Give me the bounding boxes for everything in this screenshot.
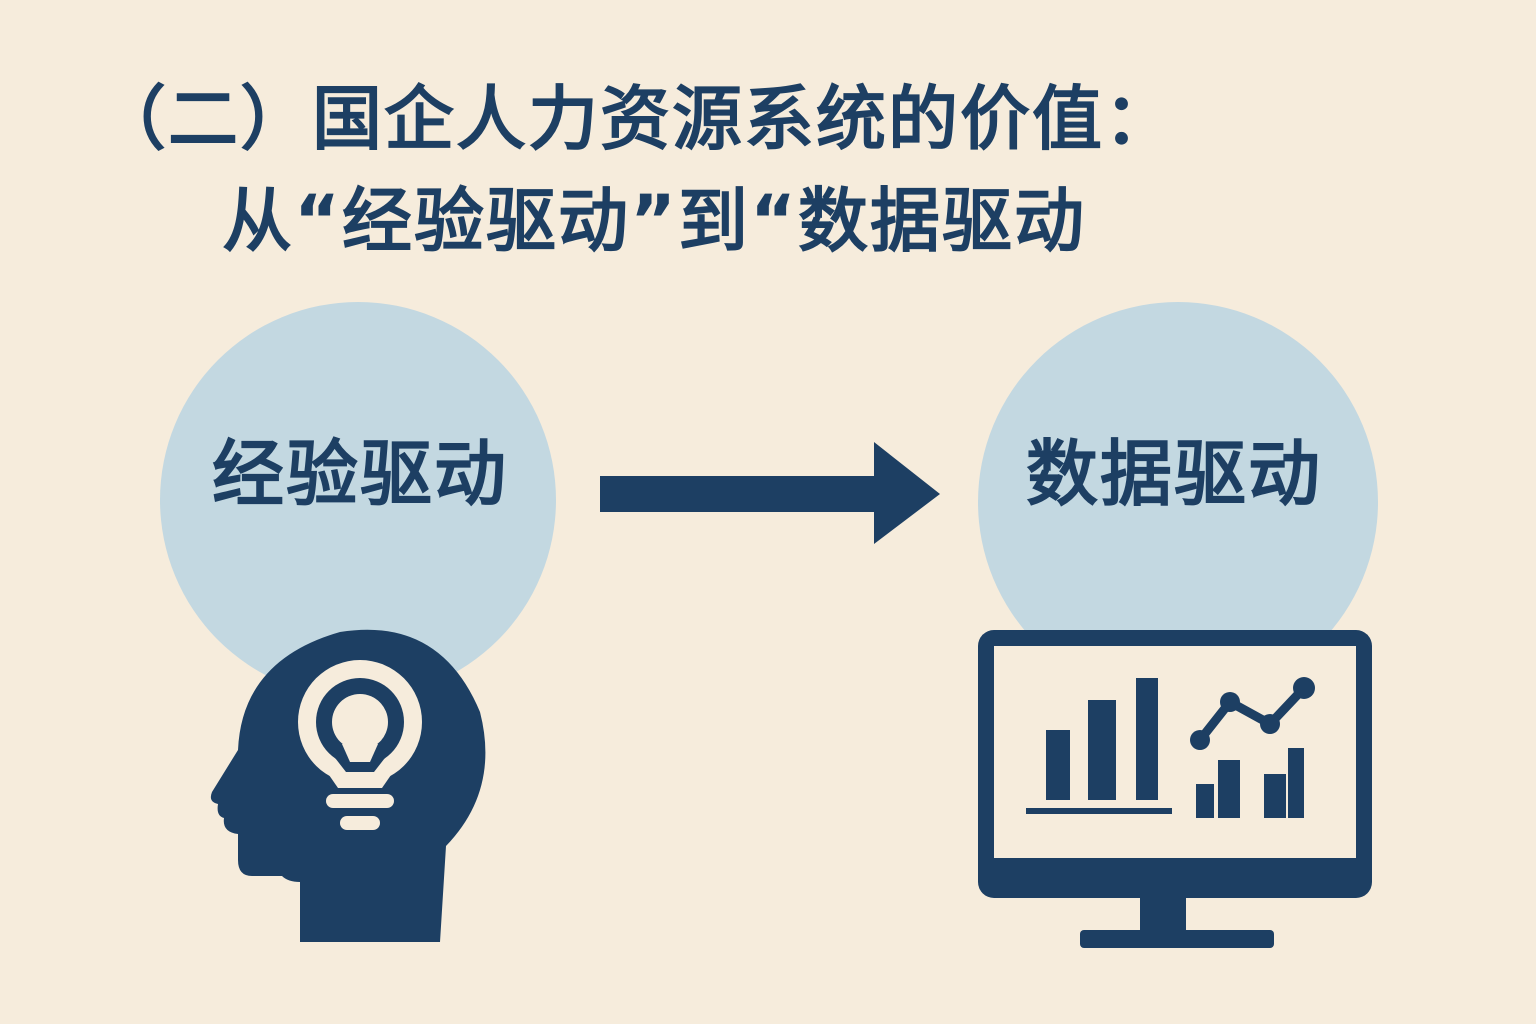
page-subtitle: 从“经验驱动”到“数据驱动: [222, 180, 1087, 262]
experience-driven-label: 经验驱动: [212, 432, 509, 516]
head-lightbulb-icon: [210, 629, 486, 942]
arrow-right-icon: [600, 442, 940, 544]
page-title: （二）国企人力资源系统的价值：: [96, 78, 1176, 160]
data-driven-label: 数据驱动: [1026, 432, 1323, 516]
monitor-chart-icon: [978, 630, 1372, 948]
